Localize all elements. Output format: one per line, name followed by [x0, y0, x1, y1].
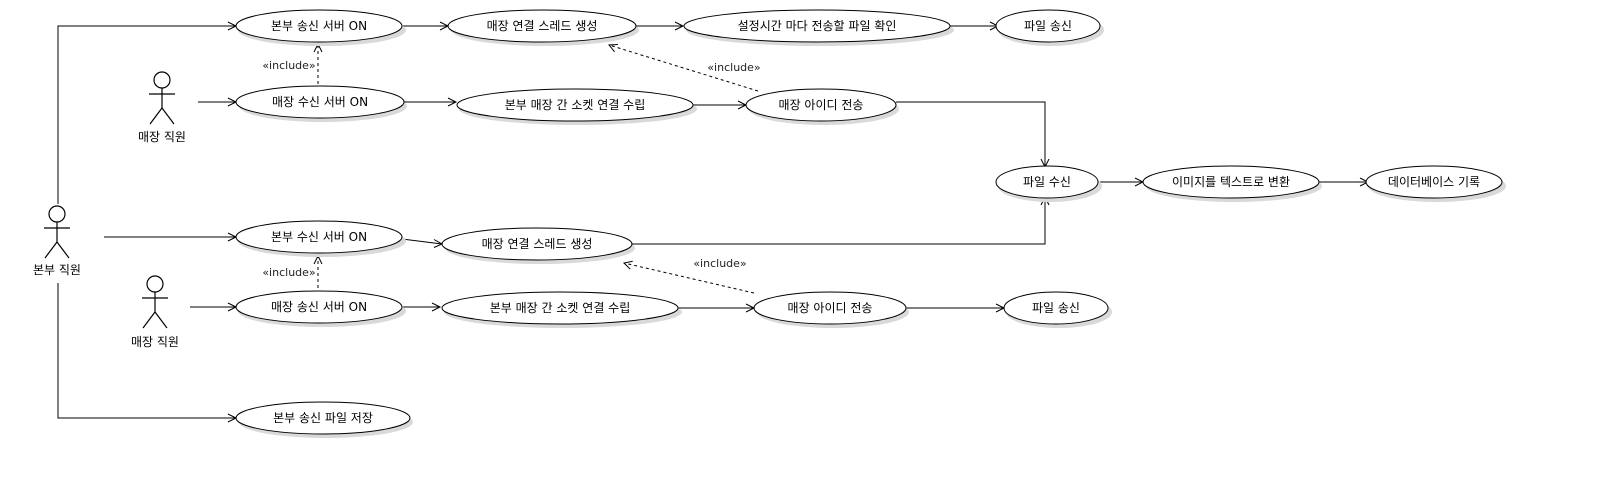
connectors: [57, 21, 1370, 423]
flow: [401, 238, 443, 245]
use-case-label: 매장 아이디 전송: [779, 98, 864, 112]
use-case-check-files-interval[interactable]: 설정시간 마다 전송할 파일 확인: [683, 9, 954, 46]
use-case-label: 매장 연결 스레드 생성: [482, 237, 593, 251]
stereotype-labels: «include» «include» «include» «include»: [262, 59, 760, 279]
use-case-label: 본부 매장 간 소켓 연결 수립: [505, 98, 646, 112]
flow: [896, 101, 1046, 167]
use-case-socket-conn-top[interactable]: 본부 매장 간 소켓 연결 수립: [456, 88, 697, 125]
association-hq-send-server: [57, 25, 236, 204]
actor-label: 매장 직원: [138, 130, 186, 144]
use-case-label: 설정시간 마다 전송할 파일 확인: [738, 19, 897, 33]
include-label: «include»: [693, 257, 746, 270]
include-label: «include»: [262, 59, 315, 72]
use-case-hq-file-save[interactable]: 본부 송신 파일 저장: [235, 401, 413, 438]
use-case-store-send-server-on[interactable]: 매장 송신 서버 ON: [235, 290, 406, 327]
actor-hq-staff[interactable]: 본부 직원: [33, 205, 81, 277]
use-case-hq-send-server-on[interactable]: 본부 송신 서버 ON: [235, 9, 406, 46]
use-case-label: 매장 송신 서버 ON: [271, 300, 367, 314]
actor-label: 본부 직원: [33, 263, 81, 277]
arrowhead: [431, 302, 442, 312]
use-case-label: 파일 수신: [1023, 175, 1071, 189]
use-case-label: 본부 매장 간 소켓 연결 수립: [490, 301, 631, 315]
use-case-file-send-bottom[interactable]: 파일 송신: [1003, 291, 1112, 328]
use-case-label: 본부 송신 파일 저장: [273, 411, 373, 425]
use-case-label: 매장 수신 서버 ON: [272, 95, 368, 109]
flow: [632, 197, 1046, 245]
association-hq-file-save: [57, 283, 236, 419]
use-case-store-id-send-top[interactable]: 매장 아이디 전송: [745, 88, 899, 125]
include-dependency: [623, 262, 755, 294]
actor-head-icon: [146, 275, 164, 293]
actor-head-icon: [153, 71, 171, 89]
arrowhead: [622, 260, 633, 270]
use-case-label: 본부 송신 서버 ON: [271, 19, 367, 33]
use-case-label: 파일 송신: [1024, 19, 1072, 33]
arrowhead: [607, 44, 618, 53]
use-case-store-conn-thread-top[interactable]: 매장 연결 스레드 생성: [447, 9, 639, 46]
actor-store-staff-bottom[interactable]: 매장 직원: [131, 275, 179, 349]
use-case-store-conn-thread-bottom[interactable]: 매장 연결 스레드 생성: [441, 227, 635, 264]
use-case-file-receive[interactable]: 파일 수신: [995, 165, 1102, 202]
actor-head-icon: [48, 205, 66, 223]
use-case-file-send-top[interactable]: 파일 송신: [995, 9, 1104, 46]
use-case-socket-conn-bottom[interactable]: 본부 매장 간 소켓 연결 수립: [441, 291, 682, 328]
use-case-hq-recv-server-on[interactable]: 본부 수신 서버 ON: [235, 220, 406, 257]
use-case-db-record[interactable]: 데이터베이스 기록: [1365, 165, 1506, 202]
include-label: «include»: [262, 266, 315, 279]
use-case-label: 매장 연결 스레드 생성: [487, 19, 598, 33]
arrowhead: [674, 21, 685, 31]
use-case-label: 매장 아이디 전송: [788, 301, 873, 315]
use-case-label: 파일 송신: [1032, 301, 1080, 315]
actor-label: 매장 직원: [131, 335, 179, 349]
use-case-image-to-text[interactable]: 이미지를 텍스트로 변환: [1142, 165, 1322, 202]
use-case-label: 데이터베이스 기록: [1388, 175, 1480, 189]
use-case-label: 본부 수신 서버 ON: [271, 230, 367, 244]
use-case-store-recv-server-on[interactable]: 매장 수신 서버 ON: [235, 85, 407, 122]
arrowhead: [447, 97, 458, 107]
use-case-label: 이미지를 텍스트로 변환: [1172, 175, 1290, 189]
use-case-store-id-send-bottom[interactable]: 매장 아이디 전송: [753, 291, 909, 328]
include-dependency: [608, 44, 759, 92]
actor-store-staff-top[interactable]: 매장 직원: [138, 71, 186, 144]
include-label: «include»: [707, 61, 760, 74]
